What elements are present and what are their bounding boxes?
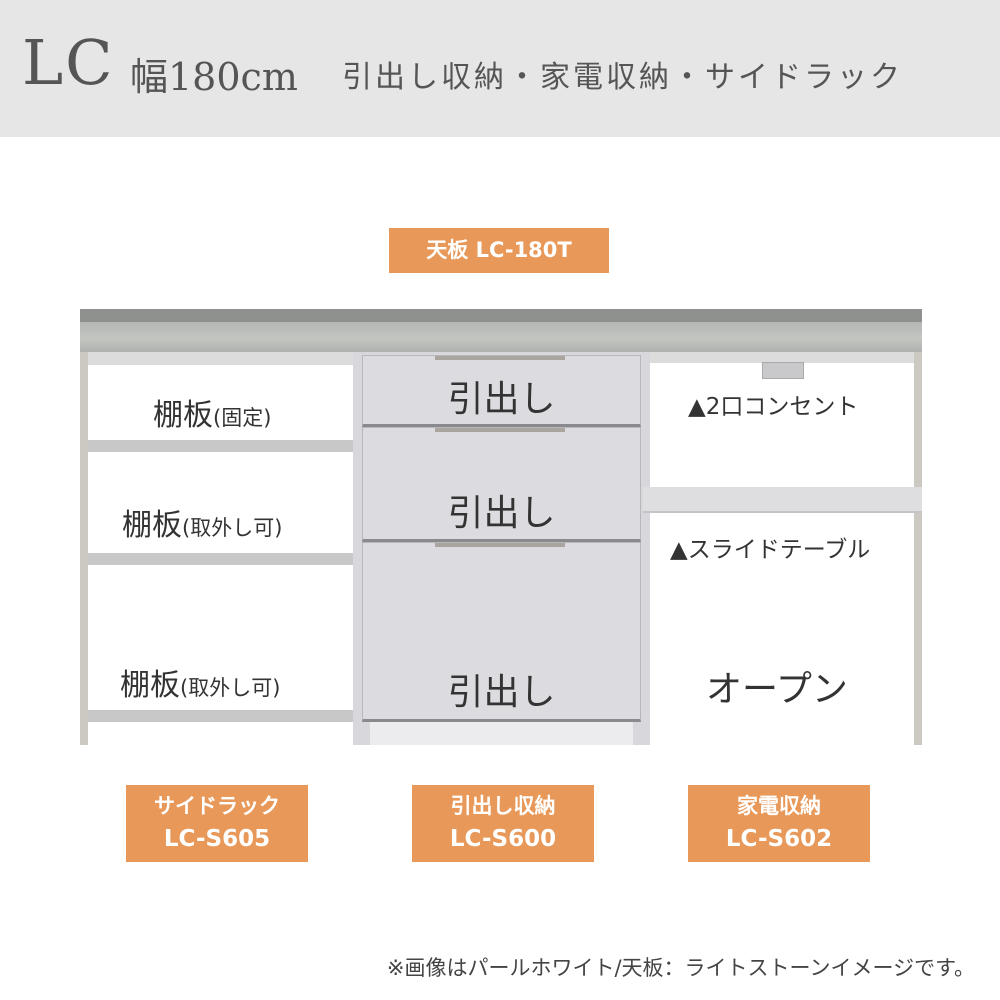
width-title: 幅180cm — [130, 55, 298, 99]
subtitle: 引出し収納・家電収納・サイドラック — [342, 60, 903, 95]
left-post — [80, 352, 88, 745]
shelf-label: 棚板(取外し可) — [120, 668, 281, 703]
footnote: ※画像はパールホワイト/天板：ライトストーンイメージです。 — [386, 956, 975, 980]
slide-table-label: ▲スライドテーブル — [670, 537, 871, 563]
drawer-handle — [435, 356, 565, 360]
header-band — [0, 0, 1000, 137]
slide-table[interactable] — [643, 487, 922, 513]
drawer[interactable]: 引出し — [362, 355, 641, 427]
drawer-label: 引出し — [447, 379, 556, 420]
outlet-icon — [762, 362, 804, 379]
drawer-label: 引出し — [447, 493, 556, 534]
countertop — [80, 309, 922, 352]
right-top-rail — [650, 352, 914, 363]
drawer-handle — [435, 428, 565, 432]
drawer[interactable]: 引出し — [362, 427, 641, 542]
shelf-label: 棚板(固定) — [153, 398, 272, 433]
countertop-label: 天板 LC-180T — [389, 228, 609, 273]
left-top-rail — [88, 352, 353, 365]
shelf — [88, 553, 353, 565]
cabinet-base — [370, 722, 633, 745]
outlet-label: ▲2口コンセント — [688, 394, 859, 420]
open-label: オープン — [706, 669, 848, 710]
right-post — [914, 352, 922, 745]
shelf — [88, 710, 353, 722]
shelf-label: 棚板(取外し可) — [122, 508, 283, 543]
shelf — [88, 440, 353, 452]
series-title: LC — [22, 26, 115, 99]
drawer-handle — [435, 543, 565, 547]
drawer[interactable]: 引出し — [362, 542, 641, 722]
drawer-label: 引出し — [447, 672, 556, 713]
